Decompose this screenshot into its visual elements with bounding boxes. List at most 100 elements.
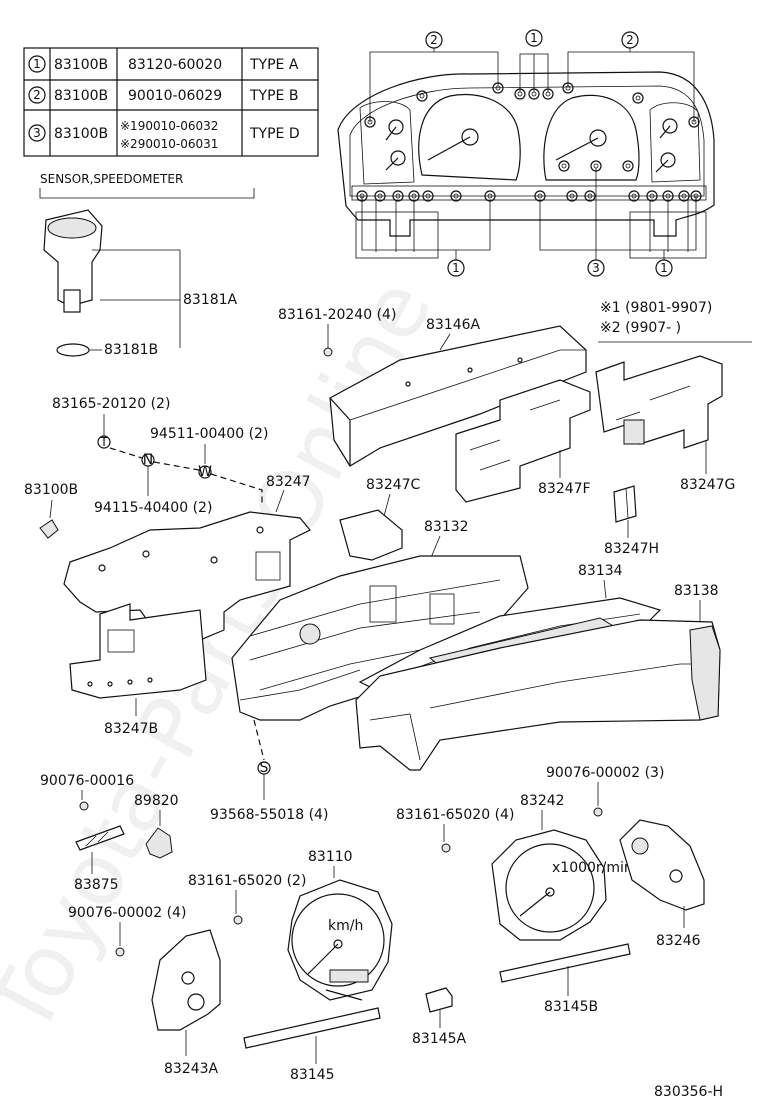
bulb-socket-center <box>625 163 631 169</box>
svg-text:90076-00002 (4): 90076-00002 (4) <box>68 905 186 921</box>
svg-text:83161-65020 (4): 83161-65020 (4) <box>396 807 514 823</box>
speedometer-83110: 83110 km/h <box>287 849 393 1001</box>
svg-text:94511-00400 (2): 94511-00400 (2) <box>150 426 268 442</box>
svg-text:3: 3 <box>592 261 600 275</box>
table-type-1: TYPE A <box>249 57 299 73</box>
bulb-socket <box>678 190 690 202</box>
bulb-socket-center <box>453 193 459 199</box>
svg-text:83247F: 83247F <box>538 481 591 497</box>
cluster-overview: 2 1 2 1 3 1 <box>337 29 715 277</box>
svg-text:83875: 83875 <box>74 877 119 893</box>
svg-text:2: 2 <box>33 88 41 102</box>
table-number-3b: ※290010-06031 <box>120 137 218 151</box>
bulb-socket-center <box>411 193 417 199</box>
speedometer-sensor-group: SENSOR,SPEEDOMETER 83181A 83181B <box>39 172 255 358</box>
sensor-title: SENSOR,SPEEDOMETER <box>40 172 183 186</box>
svg-text:83132: 83132 <box>424 519 469 535</box>
svg-text:83145B: 83145B <box>544 999 598 1015</box>
bulb-socket <box>632 92 644 104</box>
plate-83247C: 83247C <box>339 477 421 561</box>
bulb-socket-center <box>631 193 637 199</box>
svg-text:83247H: 83247H <box>604 541 659 557</box>
speed-unit: km/h <box>328 918 363 934</box>
bulb-socket <box>566 190 578 202</box>
bracket-83247H: 83247H <box>604 485 659 557</box>
svg-text:83110: 83110 <box>308 849 353 865</box>
bulb-90076-00016: 90076-00016 <box>40 773 134 811</box>
sensor-o-ring <box>56 343 90 357</box>
circuit-83247B: 83247B <box>69 603 207 737</box>
washer-w <box>198 465 212 479</box>
screw-83161-20240: 83161-20240 (4) <box>278 307 396 357</box>
svg-text:94115-40400 (2): 94115-40400 (2) <box>94 500 212 516</box>
table-callout-3 <box>28 124 46 142</box>
screw-t <box>97 435 111 449</box>
callout-2-left <box>425 31 443 49</box>
table-part-1: 83100B <box>54 57 108 73</box>
gauge-83246: 83246 <box>619 819 705 949</box>
svg-text:W: W <box>198 464 212 480</box>
svg-text:1: 1 <box>452 261 460 275</box>
table-number-1: 83120-60020 <box>128 57 222 73</box>
svg-text:83145A: 83145A <box>412 1031 467 1047</box>
harness-83875: 83875 <box>74 825 125 893</box>
cluster-speedometer <box>418 93 521 181</box>
svg-text:83247B: 83247B <box>104 721 158 737</box>
svg-text:83243A: 83243A <box>164 1061 219 1077</box>
bulb-socket-center <box>569 193 575 199</box>
clip-s: S 93568-55018 (4) <box>210 719 328 823</box>
bulb-socket <box>408 190 420 202</box>
bulb-socket-center <box>395 193 401 199</box>
svg-text:2: 2 <box>430 33 438 47</box>
bulb-socket-center <box>561 163 567 169</box>
svg-text:1: 1 <box>530 31 538 45</box>
bulb-socket-center <box>681 193 687 199</box>
bulb-socket-center <box>377 193 383 199</box>
svg-text:83242: 83242 <box>520 793 565 809</box>
bulb-socket <box>374 190 386 202</box>
diagram-code: 830356-H <box>654 1084 723 1100</box>
bulb-socket <box>422 190 434 202</box>
bulb-socket <box>584 190 596 202</box>
bulb-socket-center <box>537 193 543 199</box>
note-2: ※2 (9907- ) <box>600 320 681 336</box>
gauge-83243A: 83243A <box>151 929 221 1077</box>
table-part-2: 83100B <box>54 88 108 104</box>
circuit-83247G: 83247G <box>595 355 735 493</box>
screws-90076-00002-4: 90076-00002 (4) <box>68 905 186 957</box>
cluster-tachometer <box>543 94 640 181</box>
svg-text:83247C: 83247C <box>366 477 421 493</box>
tach-unit: x1000r/min <box>552 860 633 876</box>
tachometer-83242: 83242 x1000r/min <box>491 793 633 941</box>
label-83181B: 83181B <box>104 342 158 358</box>
callout-1-left <box>447 259 465 277</box>
bulb-socket-center <box>425 193 431 199</box>
svg-text:83100B: 83100B <box>24 482 78 498</box>
svg-text:90076-00002 (3): 90076-00002 (3) <box>546 765 664 781</box>
svg-text:83138: 83138 <box>674 583 719 599</box>
circuit-83247F: 83247F <box>455 379 591 503</box>
svg-text:83247G: 83247G <box>680 477 735 493</box>
table-callout-2 <box>28 86 46 104</box>
table-type-3: TYPE D <box>249 126 300 142</box>
svg-text:83161-20240 (4): 83161-20240 (4) <box>278 307 396 323</box>
label-93568: 93568-55018 (4) <box>210 807 328 823</box>
svg-text:3: 3 <box>33 126 41 140</box>
bulb-socket <box>558 160 570 172</box>
svg-text:83247: 83247 <box>266 474 311 490</box>
cluster-housing <box>337 71 715 237</box>
bulb-socket <box>628 190 640 202</box>
label-83181A: 83181A <box>183 292 238 308</box>
application-table: 1 83100B 83120-60020 TYPE A 2 83100B 900… <box>23 47 319 157</box>
table-number-2: 90010-06029 <box>128 88 222 104</box>
screws-83161-65020-4: 83161-65020 (4) <box>396 807 514 853</box>
bulb-89820: 89820 <box>134 793 179 859</box>
svg-text:T: T <box>99 435 108 449</box>
table-callout-1 <box>28 55 46 73</box>
table-number-3a: ※190010-06032 <box>120 119 218 133</box>
svg-text:2: 2 <box>626 33 634 47</box>
case-83132: 83132 <box>231 519 529 721</box>
svg-text:83165-20120 (2): 83165-20120 (2) <box>52 396 170 412</box>
table-type-2: TYPE B <box>249 88 298 104</box>
